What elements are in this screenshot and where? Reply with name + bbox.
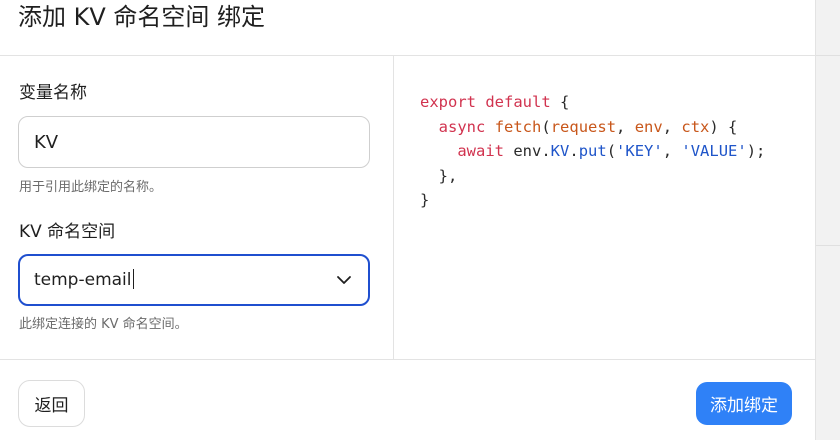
dialog-footer: 返回 添加绑定 bbox=[0, 360, 816, 440]
dialog-body: 变量名称 用于引用此绑定的名称。 KV 命名空间 temp-email 此绑定连… bbox=[0, 56, 816, 360]
namespace-select[interactable]: temp-email bbox=[18, 254, 370, 306]
text-cursor bbox=[132, 269, 134, 289]
variable-name-input[interactable] bbox=[18, 116, 370, 168]
add-binding-button[interactable]: 添加绑定 bbox=[696, 382, 792, 425]
background-divider bbox=[816, 55, 840, 56]
variable-name-label: 变量名称 bbox=[19, 83, 87, 103]
background-divider bbox=[816, 245, 840, 246]
variable-name-hint: 用于引用此绑定的名称。 bbox=[19, 180, 163, 195]
chevron-down-icon bbox=[337, 276, 351, 284]
dialog-title: 添加 KV 命名空间 绑定 bbox=[18, 3, 266, 31]
namespace-hint: 此绑定连接的 KV 命名空间。 bbox=[19, 317, 188, 332]
code-example: export default { async fetch(request, en… bbox=[420, 93, 766, 209]
add-kv-binding-dialog: 添加 KV 命名空间 绑定 变量名称 用于引用此绑定的名称。 KV 命名空间 t… bbox=[0, 0, 816, 440]
binding-form: 变量名称 用于引用此绑定的名称。 KV 命名空间 temp-email 此绑定连… bbox=[0, 56, 394, 359]
back-button[interactable]: 返回 bbox=[18, 380, 85, 427]
namespace-select-value: temp-email bbox=[34, 269, 134, 290]
dialog-header: 添加 KV 命名空间 绑定 bbox=[0, 0, 815, 56]
namespace-label: KV 命名空间 bbox=[19, 222, 116, 242]
